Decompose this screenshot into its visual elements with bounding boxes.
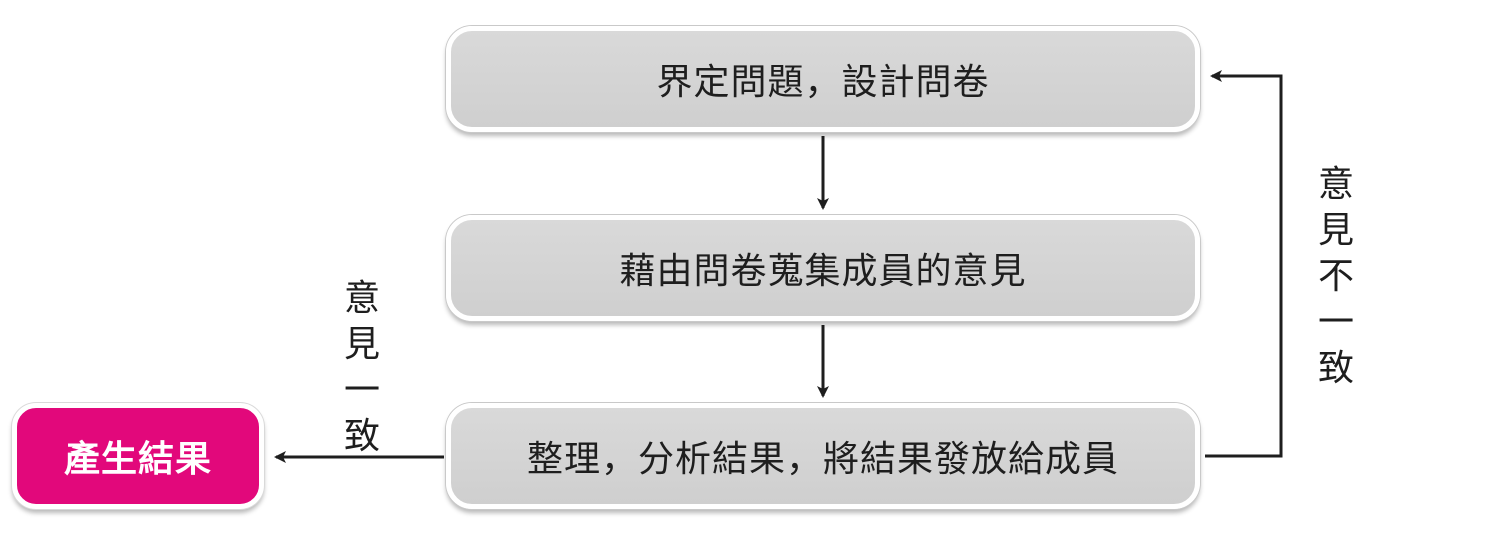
edge-label-char: 致 [343, 416, 380, 457]
edge-label-char: 意 [1317, 164, 1354, 205]
edge-label-char: 一 [343, 370, 380, 411]
arrow-feedback-loop [1205, 70, 1283, 458]
step-collect-opinions: 藉由問卷蒐集成員的意見 [446, 215, 1200, 321]
edge-label-char: 不 [1317, 256, 1354, 297]
edge-label-char: 見 [1317, 210, 1354, 251]
edge-label-disagree: 意 見 不 一 致 [1306, 162, 1366, 392]
edge-label-char: 見 [343, 324, 380, 365]
step-collect-opinions-label: 藉由問卷蒐集成員的意見 [619, 251, 1027, 292]
edge-label-char: 致 [1317, 348, 1354, 389]
step-analyze-results-label: 整理，分析結果，將結果發放給成員 [526, 439, 1119, 480]
edge-label-char: 意 [343, 278, 380, 319]
edge-label-agree: 意 見 一 致 [332, 276, 392, 460]
step-define-problem-label: 界定問題，設計問卷 [656, 62, 990, 103]
result-label: 產生結果 [63, 439, 212, 480]
step-analyze-results: 整理，分析結果，將結果發放給成員 [446, 403, 1200, 509]
step-define-problem: 界定問題，設計問卷 [446, 26, 1200, 132]
edge-label-char: 一 [1317, 302, 1354, 343]
result-box: 產生結果 [12, 403, 264, 509]
